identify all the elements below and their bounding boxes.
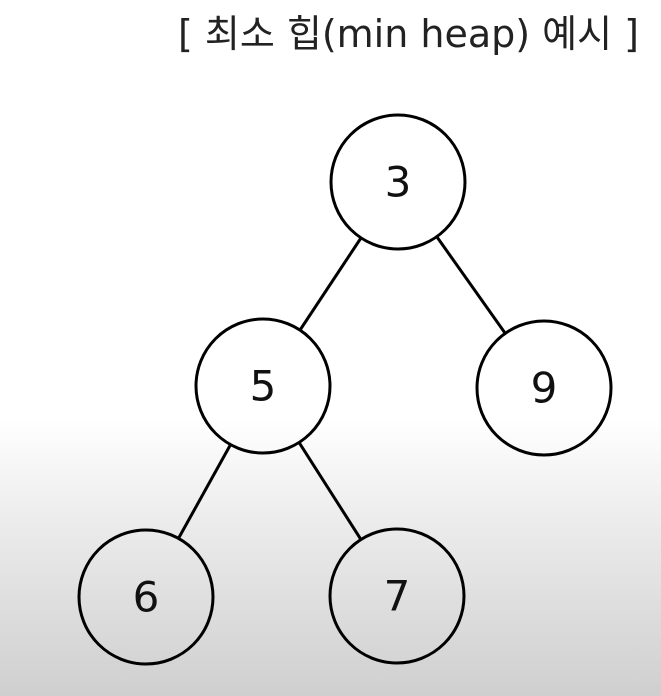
node-circle (194, 317, 332, 455)
node-circle (77, 528, 215, 666)
node-value: 3 (385, 158, 412, 207)
tree-node-left-right: 7 (328, 527, 466, 665)
tree-edges (177, 235, 507, 541)
edge-root-to-right (435, 235, 507, 335)
tree-node-right: 9 (475, 319, 613, 457)
tree-node-left: 5 (194, 317, 332, 455)
node-value: 6 (133, 573, 160, 622)
diagram-title: [ 최소 힙(min heap) 예시 ] (177, 12, 639, 56)
node-value: 7 (384, 572, 411, 621)
node-value: 9 (531, 364, 558, 413)
node-circle (328, 527, 466, 665)
node-value: 5 (250, 362, 277, 411)
edge-left-to-left-left (177, 443, 232, 540)
edge-left-to-left-right (297, 441, 363, 541)
node-circle (329, 113, 467, 251)
edge-root-to-left (298, 237, 363, 331)
tree-node-left-left: 6 (77, 528, 215, 666)
tree-nodes: 3 5 9 6 7 (77, 113, 613, 666)
tree-node-root: 3 (329, 113, 467, 251)
node-circle (475, 319, 613, 457)
